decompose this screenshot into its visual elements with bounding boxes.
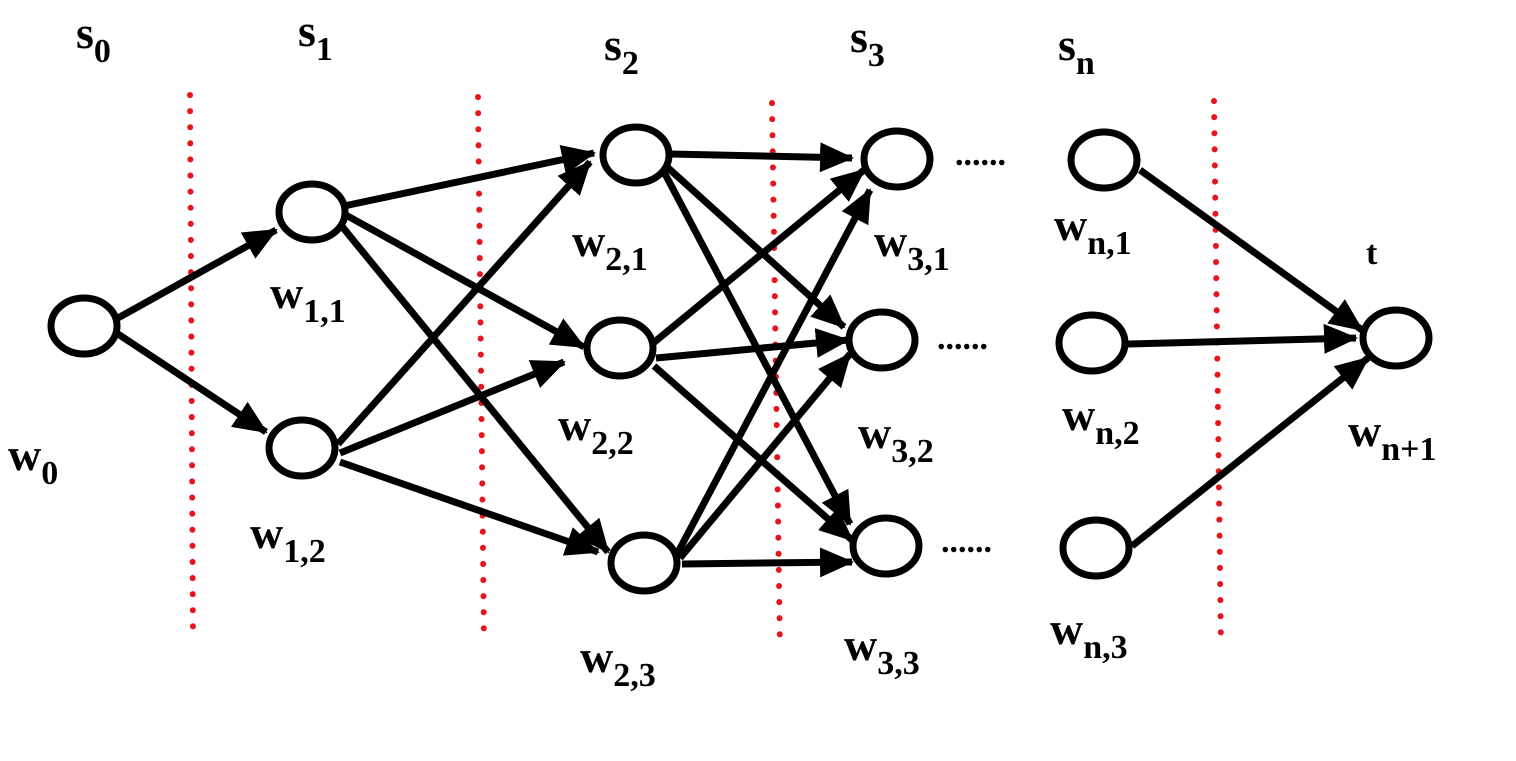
node-label-wn_3: wn,3 [1050,603,1128,666]
stage-label-s2: s2 [604,19,639,82]
node-label-wn_2: wn,2 [1062,389,1140,452]
node-labels: w0 w1,1 w1,2 w2,1 w2,2 w2,3 w3,1 w3,2 w3… [8,199,1437,694]
edge-w2_3-w3_2 [677,351,853,561]
node-label-w2_3: w2,3 [580,631,656,694]
node-w1_1 [275,180,349,244]
node-label-w0: w0 [8,429,58,492]
node-w2_1 [599,123,673,187]
node-label-w3_1: w3,1 [874,215,950,278]
stage-label-s0: s0 [76,7,111,70]
separator-line-2 [475,94,487,645]
stage-label-s1: s1 [298,5,333,68]
node-label-w3_3: w3,3 [844,619,920,682]
edge-wn_3-wn1 [1129,355,1371,549]
node-w0 [47,294,121,358]
node-w3_3 [849,514,923,578]
edge-wn_2-wn1 [1127,323,1358,354]
separator-line-1 [187,92,196,643]
edge-w2_2-w3_3 [651,363,855,543]
edge-w0-w1_1 [116,226,278,322]
edge-w1_1-w2_1 [343,144,596,210]
ellipsis-row-2: ...... [937,320,988,357]
separator-line-4 [1211,98,1224,651]
stage-label-s3: s3 [850,11,885,74]
ellipsis-row-1: ...... [955,136,1006,173]
node-label-w2_1: w2,1 [572,215,648,278]
node-wn1 [1359,306,1433,370]
edge-w2_1-w3_2 [663,163,847,330]
stage-labels: s0 s1 s2 s3 sn [76,5,1095,82]
ellipsis-group: ...... ...... ...... [937,136,1006,560]
node-label-w1_2: w1,2 [250,507,326,570]
node-label-w1_1: w1,1 [270,267,346,330]
ellipsis-row-3: ...... [941,523,992,560]
edge-w2_3-w3_1 [672,188,874,558]
node-wn_1 [1067,128,1141,192]
node-wn_3 [1059,516,1133,580]
node-w3_1 [860,127,934,191]
edge-w2_2-w3_2 [655,328,850,362]
edge-w2_1-w3_1 [669,142,854,173]
edges [116,142,1371,578]
edge-w1_2-w2_3 [338,458,600,556]
edge-w1_1-w2_2 [342,210,586,351]
node-label-wn1: wn+1 [1348,405,1437,468]
node-w3_2 [845,308,919,372]
stage-label-sn: sn [1058,19,1095,82]
edge-wn_1-wn1 [1137,167,1365,333]
sink-label-t: t [1366,235,1378,272]
edge-w2_2-w3_1 [649,167,867,347]
node-w2_2 [583,316,657,380]
node-wn_2 [1055,311,1129,375]
edge-w1_2-w2_1 [335,159,593,447]
edge-w0-w1_2 [116,331,268,435]
node-label-w3_2: w3,2 [858,407,934,470]
nodes [47,123,1433,595]
node-label-w2_2: w2,2 [558,399,634,462]
edge-w2_3-w3_3 [681,547,854,578]
node-w1_2 [265,416,339,480]
edge-w1_2-w2_2 [338,358,566,457]
edge-w1_1-w2_3 [337,221,611,555]
node-w2_3 [607,531,681,595]
node-label-wn_1: wn,1 [1054,199,1132,262]
